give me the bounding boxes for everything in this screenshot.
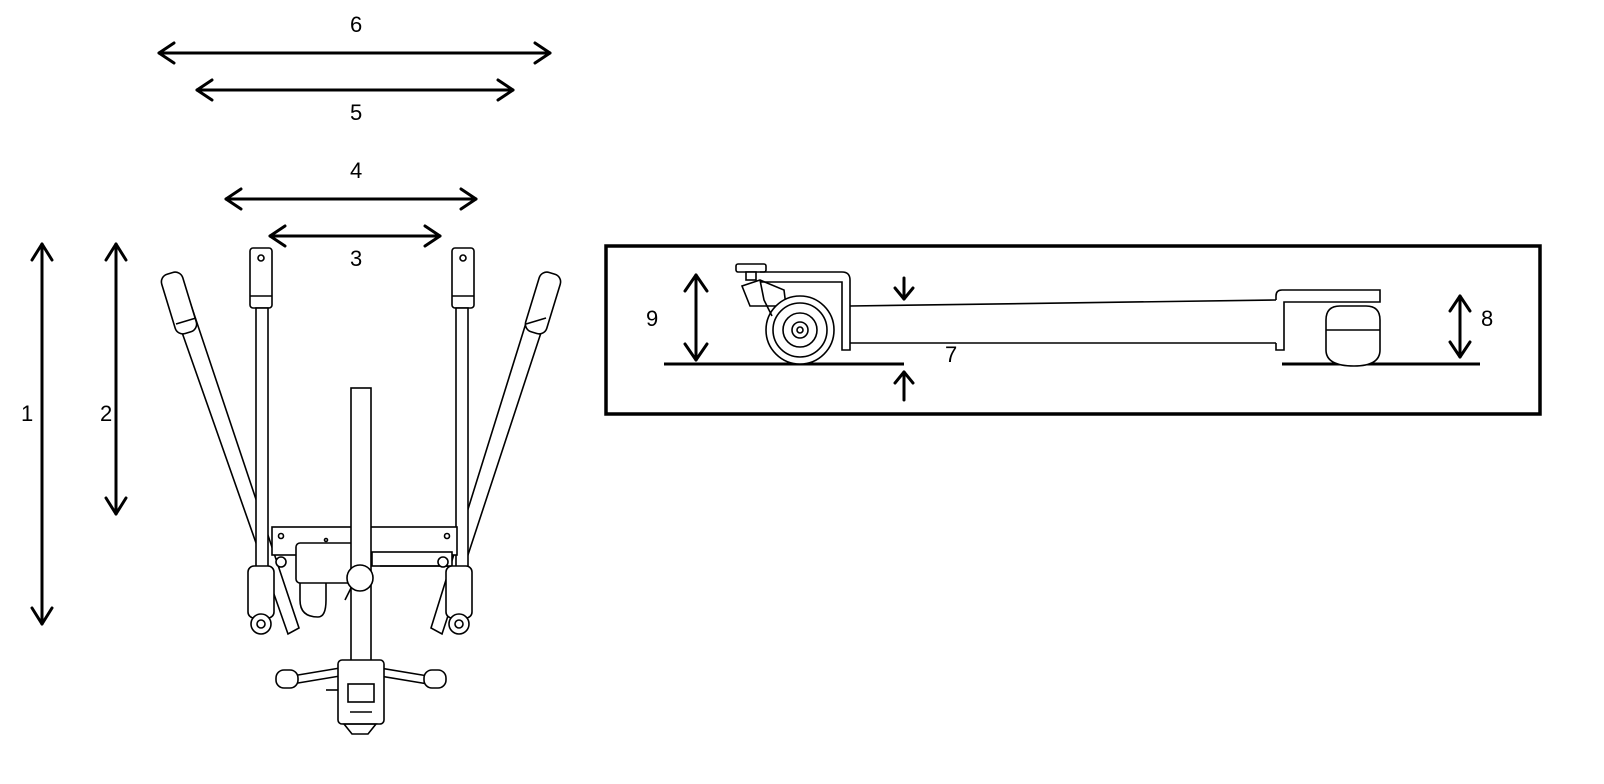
dimension-6-arrow	[157, 41, 552, 65]
dimension-label-2: 2	[100, 401, 112, 426]
dimension-8-arrow	[1448, 294, 1472, 359]
dimension-label-7: 7	[945, 342, 957, 367]
dimension-label-8: 8	[1481, 306, 1493, 331]
dimension-7-arrows	[893, 276, 915, 402]
dimension-4-arrow	[224, 187, 478, 211]
dimension-1-arrow	[30, 242, 54, 626]
front-caster-side	[735, 263, 835, 365]
lift-top-view	[160, 247, 562, 735]
left-rear-caster	[247, 556, 287, 635]
left-outer-leg	[160, 271, 300, 636]
dimension-label-9: 9	[646, 306, 658, 331]
mast	[344, 387, 374, 709]
dimension-label-3: 3	[350, 246, 362, 271]
right-inner-leg	[451, 247, 475, 571]
right-rear-caster	[437, 556, 473, 635]
dimension-3-arrow	[268, 224, 442, 248]
dimension-5-arrow	[195, 78, 515, 102]
dimension-label-6: 6	[350, 12, 362, 37]
leg-side-profile	[760, 271, 1381, 351]
dimension-9-arrow	[683, 273, 709, 362]
dimension-label-1: 1	[21, 401, 33, 426]
dimension-label-4: 4	[350, 158, 362, 183]
rear-wheel-side	[1325, 305, 1381, 367]
side-view-frame	[604, 244, 1542, 416]
dimension-label-5: 5	[350, 100, 362, 125]
dimension-2-arrow	[104, 242, 128, 516]
side-view-panel: 9 8 7	[604, 244, 1542, 416]
lifting-yoke	[275, 659, 447, 735]
